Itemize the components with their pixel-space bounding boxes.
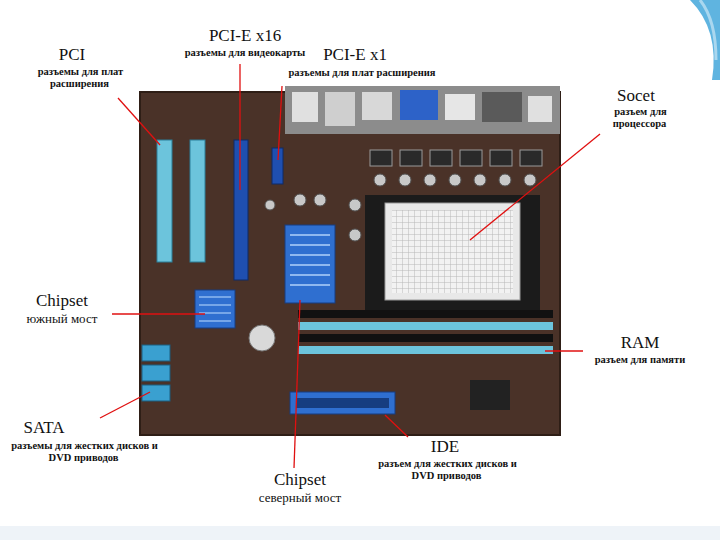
slot-name-text: PCI-E x1 xyxy=(322,45,388,64)
slot-note-text: разъемы для плат расширения xyxy=(37,66,123,89)
socket-note-text: разъем для процессора xyxy=(613,106,668,129)
memory-note: разъем для памяти xyxy=(565,354,715,366)
socket-note: разъем для процессора xyxy=(588,106,693,130)
chip-name: Chipset xyxy=(245,470,355,490)
slot-note-text: разъемы для видеокарты xyxy=(184,47,307,58)
chip-name: Chipset xyxy=(7,291,117,311)
port-note: разъем для жестких дисков и DVD приводов xyxy=(372,458,522,482)
slot-name: PCI xyxy=(27,45,117,65)
chip-note: южный мост xyxy=(7,312,117,327)
slot-name: PCI-E x1 xyxy=(295,45,415,65)
chip-note-text: северный мост xyxy=(258,490,342,505)
slot-note-text: разъемы для плат расширения xyxy=(287,67,436,78)
slot-note: разъемы для плат расширения xyxy=(257,67,467,79)
slot-name-text: PCI-E x16 xyxy=(208,26,282,45)
port-name: IDE xyxy=(405,437,485,457)
port-name-text: IDE xyxy=(430,437,460,456)
slot-note: разъемы для плат расширения xyxy=(21,66,139,90)
socket-name: Socet xyxy=(586,86,686,106)
memory-name: RAM xyxy=(590,333,690,353)
memory-name-text: RAM xyxy=(620,333,661,352)
chip-name-text: Chipset xyxy=(273,470,327,489)
port-note: разъемы для жестких дисков и DVD приводо… xyxy=(4,440,164,464)
slot-note: разъемы для видеокарты xyxy=(150,47,340,59)
chip-name-text: Chipset xyxy=(35,291,89,310)
memory-note-text: разъем для памяти xyxy=(594,354,687,365)
port-name-text: SATA xyxy=(22,418,65,437)
chip-note: северный мост xyxy=(230,491,370,506)
slot-name: PCI-E x16 xyxy=(160,26,330,46)
chip-note-text: южный мост xyxy=(26,311,99,326)
slot-name-text: PCI xyxy=(58,45,86,64)
port-name: SATA xyxy=(4,418,84,438)
port-note-text: разъемы для жестких дисков и DVD приводо… xyxy=(10,440,158,463)
socket-name-text: Socet xyxy=(616,86,656,105)
port-note-text: разъем для жестких дисков и DVD приводов xyxy=(377,458,517,481)
